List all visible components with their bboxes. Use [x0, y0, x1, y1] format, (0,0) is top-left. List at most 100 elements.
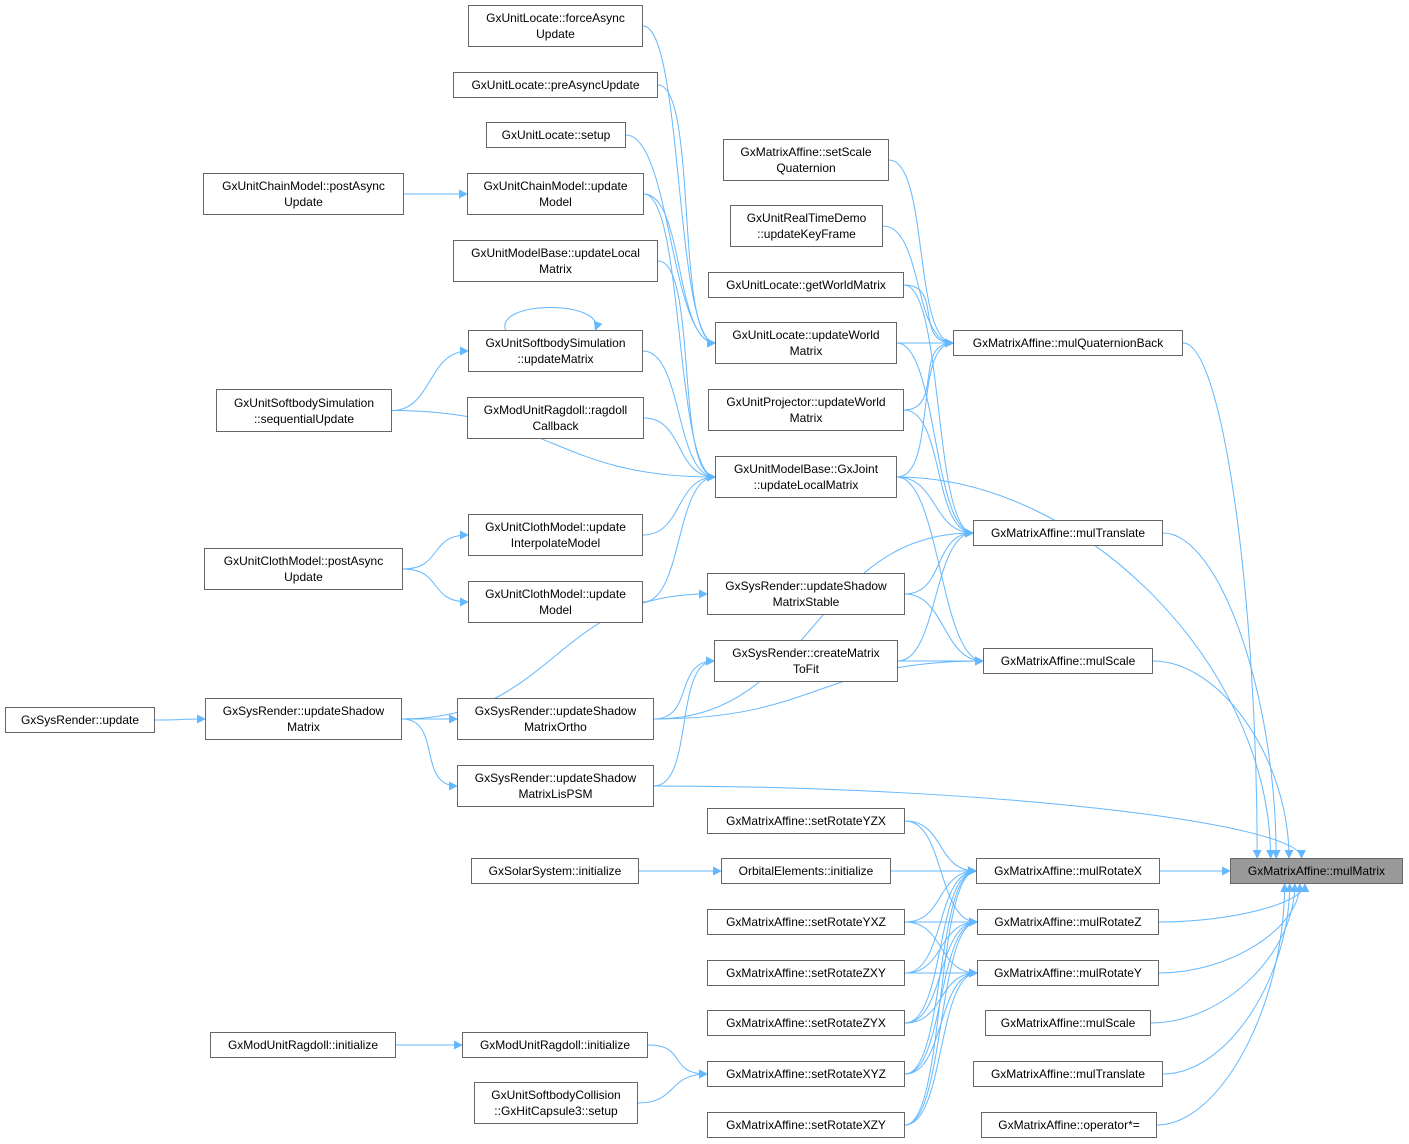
graph-node[interactable]: GxMatrixAffine::setRotateXZY [707, 1112, 905, 1138]
node-label: GxUnitProjector::updateWorld [726, 395, 886, 409]
call-edge-n25-n37 [903, 409, 974, 538]
node-label: Matrix [789, 344, 823, 358]
node-label: Model [539, 195, 572, 209]
node-label: Update [536, 27, 575, 41]
graph-node[interactable]: GxUnitLocate::preAsyncUpdate [453, 72, 658, 98]
graph-node[interactable]: GxUnitLocate::setup [486, 122, 626, 148]
call-edge-n22-n36 [882, 225, 954, 348]
call-edge-n35-n41 [904, 968, 978, 1126]
graph-node[interactable]: GxMatrixAffine::setRotateXYZ [707, 1061, 905, 1087]
call-edge-n13-n14 [154, 714, 206, 724]
call-edge-n1-n24 [642, 25, 716, 348]
node-label: GxModUnitRagdoll::initialize [479, 1038, 631, 1052]
graph-node[interactable]: GxMatrixAffine::mulTranslate [973, 520, 1163, 546]
call-edge-n23-n37 [903, 284, 974, 538]
call-edge-n11-n10 [402, 530, 469, 570]
graph-node[interactable]: GxModUnitRagdoll::initialize [462, 1032, 648, 1058]
call-edge-n33-n39 [904, 866, 977, 1024]
graph-node[interactable]: GxUnitSoftbodySimulation::sequentialUpda… [216, 389, 392, 432]
graph-node[interactable]: GxMatrixAffine::setRotateYZX [707, 808, 905, 834]
node-label: ::GxHitCapsule3::setup [494, 1104, 618, 1118]
node-label: GxMatrixAffine::mulTranslate [990, 526, 1146, 540]
call-edge-n10-n26 [642, 472, 716, 536]
call-edge-n15-n37 [653, 528, 974, 720]
call-edge-n37-n45 [1162, 532, 1281, 859]
node-label: GxMatrixAffine::setRotateZYX [726, 1016, 886, 1030]
call-edge-n12-n26 [642, 472, 716, 603]
call-edge-n34-n39 [904, 866, 977, 1075]
graph-node[interactable]: GxMatrixAffine::setRotateZXY [707, 960, 905, 986]
call-edge-n3-n24 [625, 134, 716, 348]
call-edge-n29-n39 [904, 820, 977, 876]
node-label: GxUnitClothModel::postAsync [223, 554, 384, 568]
call-edge-n29-n40 [904, 820, 978, 927]
graph-node[interactable]: GxModUnitRagdoll::initialize [210, 1032, 396, 1058]
call-edge-n42-n45 [1150, 883, 1300, 1024]
node-label: InterpolateModel [510, 536, 601, 550]
call-edge-n21-n36 [888, 159, 954, 348]
call-edge-n14-n27 [401, 589, 708, 720]
call-edge-n26-n36 [896, 338, 954, 478]
node-label: GxUnitLocate::forceAsync [486, 11, 625, 25]
graph-node[interactable]: GxUnitLocate::getWorldMatrix [708, 272, 904, 298]
focus-node-mulmatrix[interactable]: GxMatrixAffine::mulMatrix [1230, 858, 1403, 884]
graph-node[interactable]: GxUnitSoftbodySimulation::updateMatrix [468, 330, 643, 372]
call-edge-n26-n45 [896, 476, 1276, 859]
node-label: GxSysRender::updateShadow [474, 704, 637, 718]
call-edge-n38-n45 [1152, 660, 1294, 859]
call-edge-n7-n7 [504, 307, 603, 331]
node-label: GxMatrixAffine::setRotateYXZ [726, 915, 886, 929]
graph-node[interactable]: GxMatrixAffine::mulTranslate [973, 1061, 1163, 1087]
call-edge-n32-n40 [904, 917, 978, 974]
graph-node[interactable]: GxUnitRealTimeDemo::updateKeyFrame [730, 205, 883, 247]
node-label: ::updateMatrix [517, 352, 594, 366]
graph-node[interactable]: OrbitalElements::initialize [721, 858, 891, 884]
call-edge-n36-n45 [1182, 342, 1262, 859]
node-label: GxUnitSoftbodySimulation [485, 336, 626, 350]
graph-node[interactable]: GxMatrixAffine::mulQuaternionBack [953, 330, 1183, 356]
graph-node[interactable]: GxMatrixAffine::mulScale [985, 1010, 1151, 1036]
node-label: Update [284, 570, 323, 584]
graph-node[interactable]: GxMatrixAffine::mulRotateY [977, 960, 1159, 986]
call-edge-n24-n37 [896, 342, 974, 538]
graph-node[interactable]: GxSysRender::update [5, 707, 155, 733]
node-label: GxUnitLocate::getWorldMatrix [726, 278, 886, 292]
call-edge-n9-n26 [643, 417, 716, 482]
graph-node[interactable]: GxMatrixAffine::mulRotateZ [977, 909, 1159, 935]
call-edge-n5-n24 [643, 193, 716, 348]
call-edge-n26-n38 [896, 476, 984, 666]
call-edge-n6-n26 [657, 260, 716, 482]
graph-node[interactable]: GxMatrixAffine::operator*= [981, 1112, 1157, 1138]
call-edge-n11-n12 [402, 568, 469, 607]
graph-node[interactable]: GxMatrixAffine::mulScale [983, 648, 1153, 674]
call-edge-n31-n39 [904, 866, 977, 923]
graph-node[interactable]: GxSolarSystem::initialize [471, 858, 639, 884]
graph-node[interactable]: GxUnitSoftbodyCollision::GxHitCapsule3::… [474, 1082, 638, 1124]
call-edge-n7-n26 [642, 350, 716, 482]
node-label: GxSysRender::updateShadow [725, 579, 887, 593]
node-label: GxUnitLocate::updateWorld [732, 328, 880, 342]
call-edge-n35-n40 [904, 917, 978, 1126]
graph-node[interactable]: GxUnitModelBase::GxJoint::updateLocalMat… [715, 456, 897, 498]
graph-node[interactable]: GxMatrixAffine::setRotateYXZ [707, 909, 905, 935]
graph-node[interactable]: GxMatrixAffine::mulRotateX [976, 858, 1160, 884]
graph-node[interactable]: GxMatrixAffine::setRotateZYX [707, 1010, 905, 1036]
